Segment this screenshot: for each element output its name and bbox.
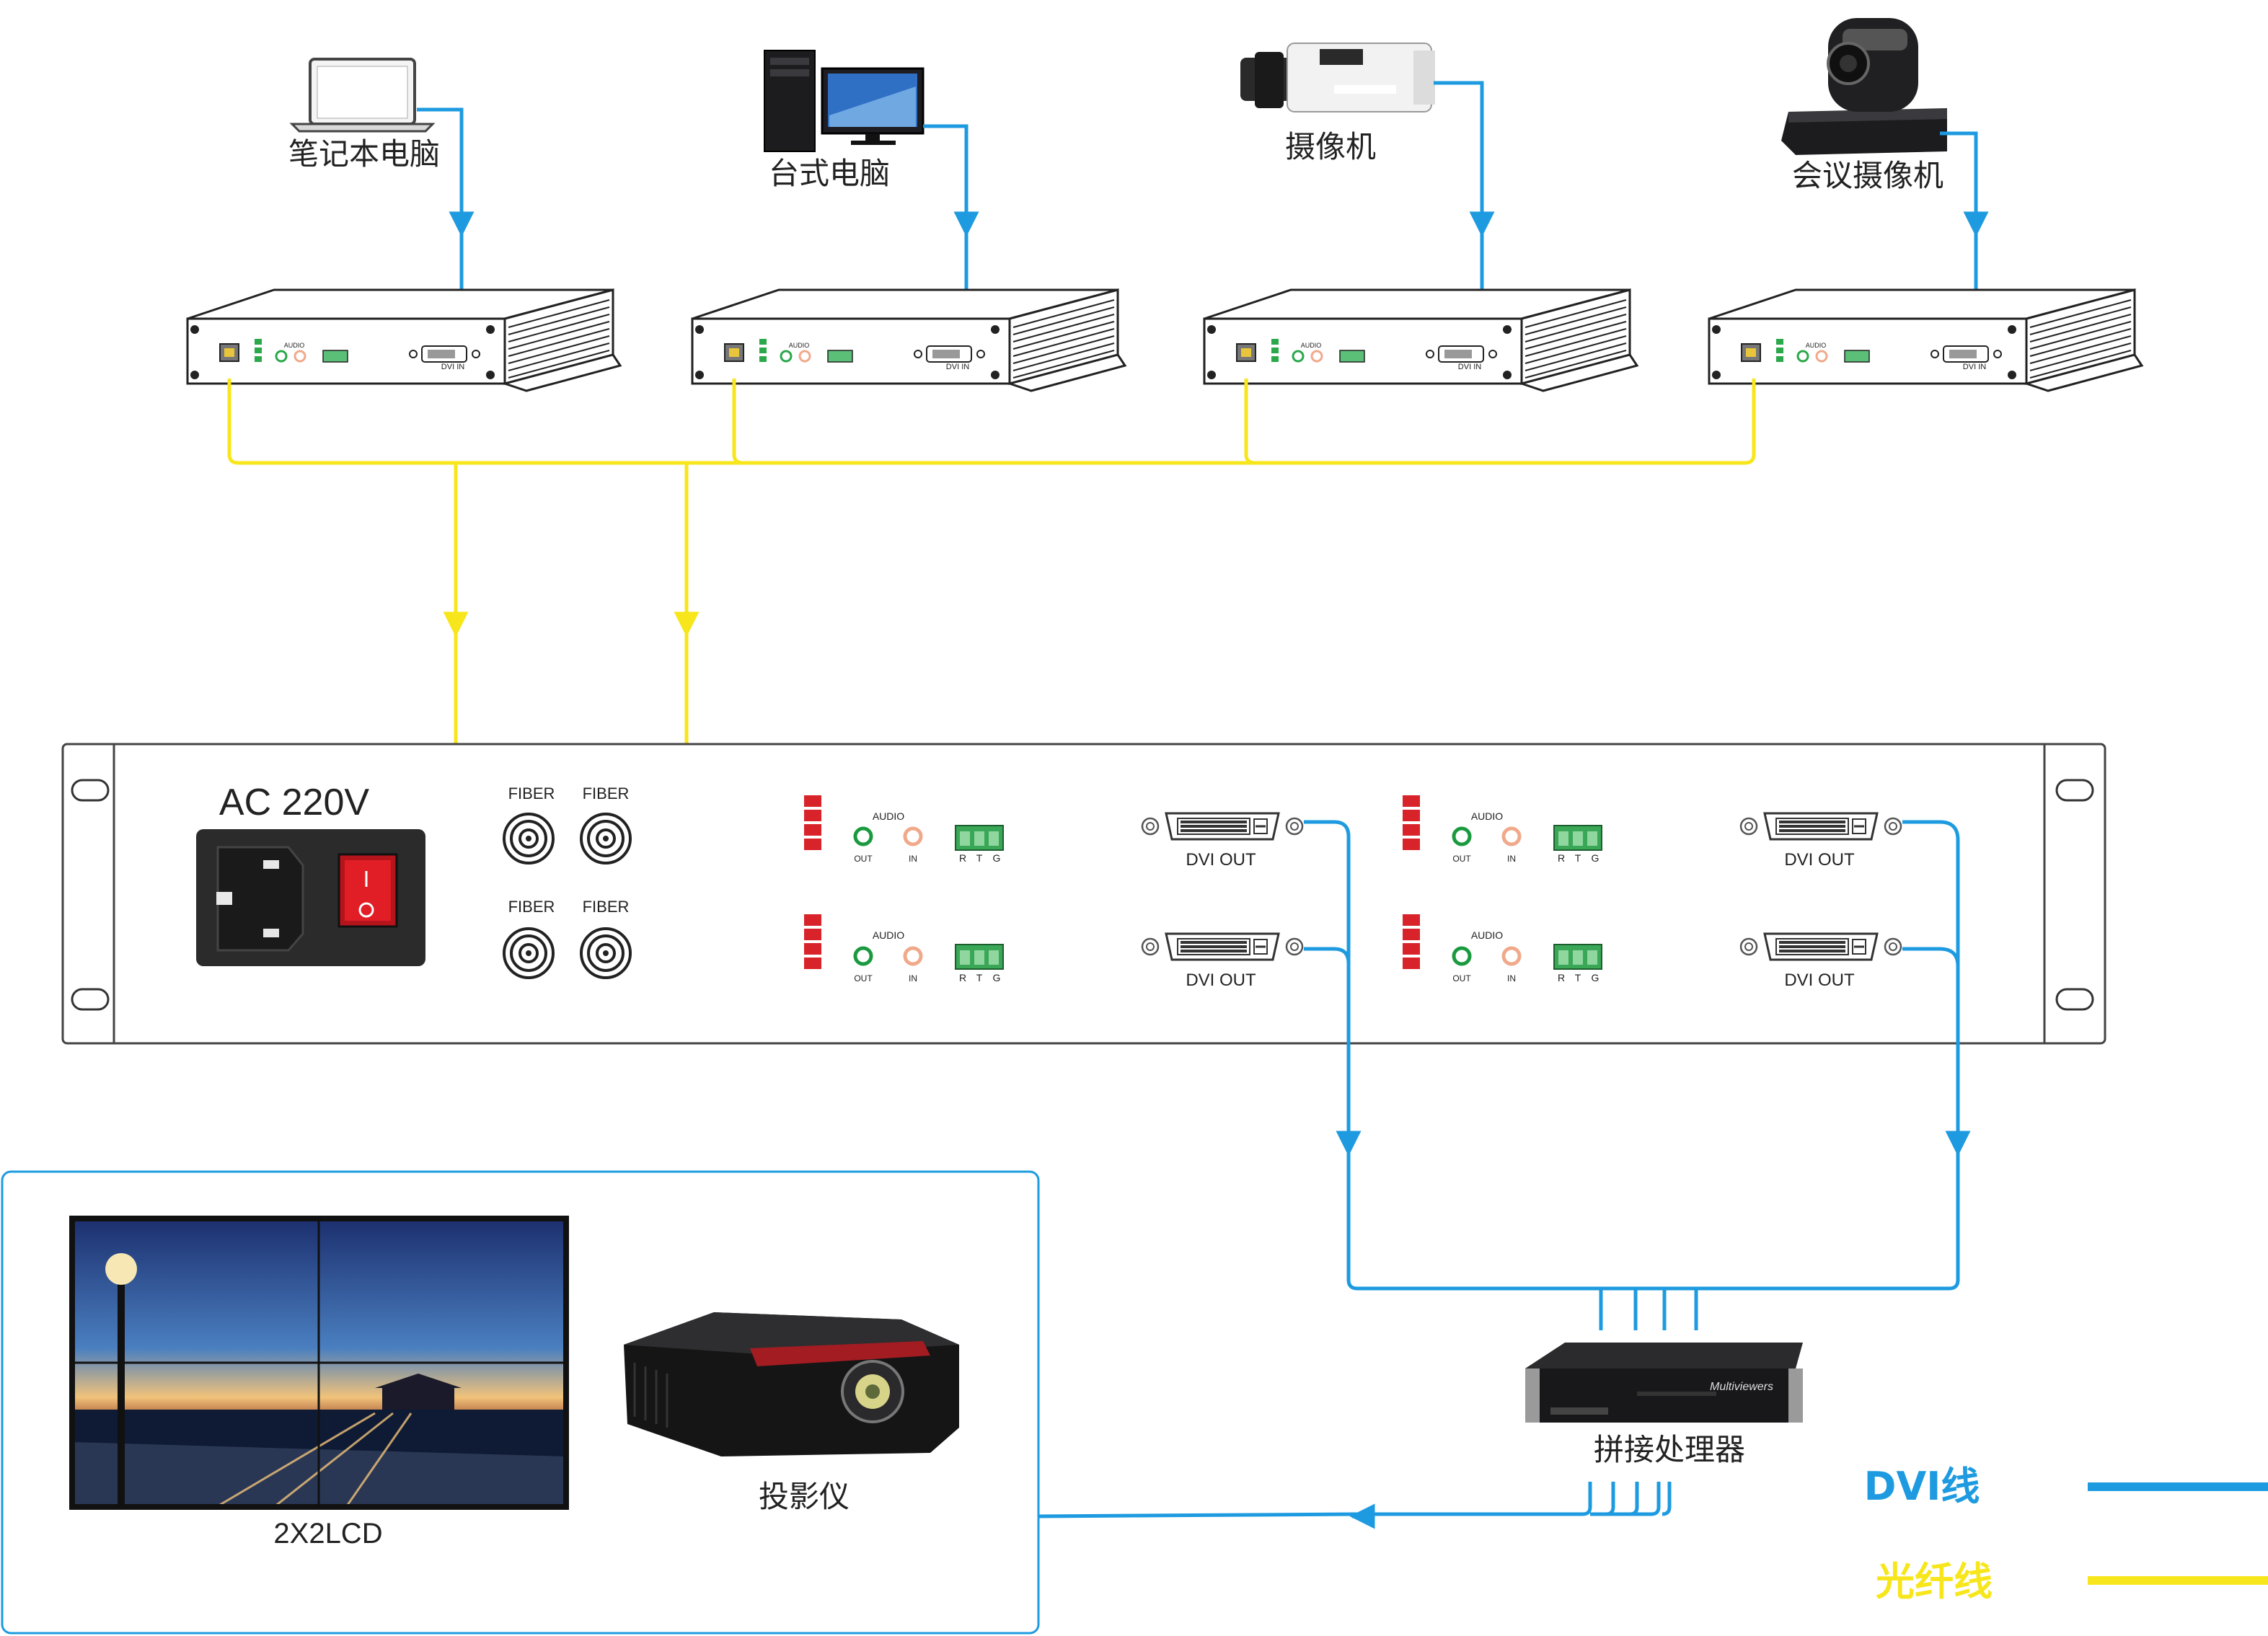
audio-group-4: AUDIO OUT IN R T G — [1452, 929, 1602, 983]
fiber-port-3 — [503, 927, 555, 979]
ptz-camera-icon — [1781, 18, 1947, 155]
laptop-icon — [289, 58, 436, 133]
video-wall-image — [69, 1216, 569, 1510]
dvi-out-label-1: DVI OUT — [1186, 850, 1256, 870]
tx1-dvi-in-label: DVI IN — [441, 363, 464, 371]
dvi-out-label-3: DVI OUT — [1784, 850, 1855, 870]
power-switch[interactable] — [337, 853, 398, 928]
terminal-t-label: T — [1575, 852, 1581, 864]
terminal-r-label: R — [959, 972, 966, 983]
fiber-label-4: FIBER — [583, 898, 630, 916]
audio-in-label: IN — [909, 854, 917, 864]
fiber-port-4 — [580, 927, 632, 979]
projector-label: 投影仪 — [759, 1479, 850, 1514]
audio-out-label: OUT — [854, 854, 873, 864]
audio-out-label: OUT — [1452, 973, 1471, 983]
source-label-laptop: 笔记本电脑 — [288, 136, 440, 172]
audio-in-label: IN — [1507, 973, 1516, 983]
fiber-port-2 — [580, 813, 632, 865]
audio-group-1: AUDIO OUT IN R T G — [853, 810, 1004, 864]
lcd-label: 2X2LCD — [273, 1518, 382, 1549]
transmitter-3 — [1203, 288, 1638, 392]
desktop-pc-icon — [764, 50, 925, 152]
fiber-label-2: FIBER — [583, 784, 630, 802]
legend-fiber-label: 光纤线 — [1876, 1559, 1993, 1604]
terminal-g-label: G — [993, 972, 1001, 983]
transmitter-1 — [186, 288, 622, 392]
audio-label: AUDIO — [873, 929, 904, 941]
transmitter-2 — [691, 288, 1126, 392]
audio-group-2: AUDIO OUT IN R T G — [853, 929, 1004, 983]
camera-icon — [1240, 43, 1435, 112]
source-label-desktop: 台式电脑 — [769, 156, 890, 191]
source-label-camera: 摄像机 — [1285, 129, 1376, 164]
splicing-processor — [1525, 1343, 1803, 1423]
source-label-ptz-camera: 会议摄像机 — [1792, 158, 1943, 193]
transmitter-4 — [1708, 288, 2143, 392]
terminal-t-label: T — [976, 852, 983, 864]
tx3-audio-label: AUDIO — [1301, 342, 1322, 349]
tx1-audio-label: AUDIO — [284, 342, 305, 349]
terminal-g-label: G — [993, 852, 1001, 864]
dvi-cables-bottom — [1038, 820, 1971, 1529]
tx3-dvi-in-label: DVI IN — [1458, 363, 1481, 371]
fiber-port-1 — [503, 813, 555, 865]
audio-label: AUDIO — [873, 810, 904, 822]
processor-label: 拼接处理器 — [1594, 1432, 1745, 1467]
tx4-audio-label: AUDIO — [1806, 342, 1827, 349]
audio-label: AUDIO — [1471, 929, 1503, 941]
power-label: AC 220V — [219, 782, 369, 823]
terminal-r-label: R — [1558, 972, 1565, 983]
terminal-t-label: T — [976, 972, 983, 983]
terminal-g-label: G — [1592, 852, 1599, 864]
tx2-audio-label: AUDIO — [789, 342, 810, 349]
dvi-out-label-4: DVI OUT — [1784, 970, 1855, 990]
legend: DVI线 光纤线 — [1864, 1464, 2268, 1604]
audio-in-label: IN — [1507, 854, 1516, 864]
terminal-t-label: T — [1575, 972, 1581, 983]
terminal-r-label: R — [959, 852, 966, 864]
audio-label: AUDIO — [1471, 810, 1503, 822]
audio-in-label: IN — [909, 973, 917, 983]
processor-brand: Multiviewers — [1710, 1381, 1773, 1393]
dvi-cables-top — [417, 81, 1989, 237]
audio-out-label: OUT — [1452, 854, 1471, 864]
tx2-dvi-in-label: DVI IN — [946, 363, 969, 371]
projector-icon — [624, 1312, 959, 1456]
tx4-dvi-in-label: DVI IN — [1963, 363, 1986, 371]
legend-dvi-label: DVI线 — [1864, 1464, 1980, 1509]
dvi-out-label-2: DVI OUT — [1186, 970, 1256, 990]
audio-out-label: OUT — [854, 973, 873, 983]
terminal-r-label: R — [1558, 852, 1565, 864]
terminal-g-label: G — [1592, 972, 1599, 983]
audio-group-3: AUDIO OUT IN R T G — [1452, 810, 1602, 864]
fiber-label-1: FIBER — [508, 784, 555, 802]
fiber-label-3: FIBER — [508, 898, 555, 916]
